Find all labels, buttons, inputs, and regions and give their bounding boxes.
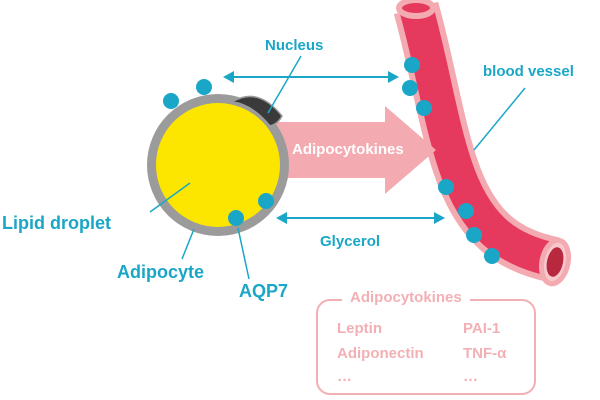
nucleus-arrowhead-left [223, 71, 234, 83]
aqp7-dot [404, 57, 420, 73]
aqp7-leader-line [237, 227, 250, 280]
adipocyte-label: Adipocyte [117, 262, 205, 282]
aqp7-label: AQP7 [239, 281, 289, 301]
leader-lines [149, 55, 526, 280]
blood-vessel-top-opening [396, 0, 436, 19]
aqp7-dot [466, 227, 482, 243]
box-item-leptin: Leptin [337, 320, 382, 337]
glycerol-arrowhead-left [276, 212, 287, 224]
aqp7-dot [258, 193, 274, 209]
aqp7-dot [458, 203, 474, 219]
blood-vessel-lumen [546, 247, 564, 277]
box-item-tnf-alpha: TNF-α [463, 345, 507, 362]
glycerol-label: Glycerol [320, 233, 381, 250]
aqp7-dot [438, 179, 454, 195]
lipid-droplet-label: Lipid droplet [2, 213, 111, 233]
aqp7-dots [163, 57, 500, 264]
blood-vessel [393, 0, 572, 287]
aqp7-dot [163, 93, 179, 109]
aqp7-dot [196, 79, 212, 95]
adipocytokines-arrow-label: Adipocytokines [292, 141, 404, 158]
lipid-droplet-leader-line [149, 182, 191, 213]
adipocytokines-arrow [276, 106, 436, 194]
nucleus-shape [229, 95, 283, 127]
nucleus-double-arrow [223, 71, 399, 83]
adipocytokines-box-title: Adipocytokines [342, 289, 470, 306]
adipocytokines-arrow-shape [276, 106, 436, 194]
box-item-more-left: … [337, 368, 352, 385]
blood-vessel-wall [399, 3, 559, 277]
box-item-more-right: … [463, 368, 478, 385]
aqp7-dot [416, 100, 432, 116]
glycerol-arrowhead-right [434, 212, 445, 224]
box-item-pai-1: PAI-1 [463, 320, 501, 337]
nucleus-leader-line [267, 55, 302, 114]
lipid-droplet-shape [156, 103, 280, 227]
nucleus-arrowhead-right [388, 71, 399, 83]
blood-vessel-leader-line [473, 87, 526, 151]
aqp7-dot [402, 80, 418, 96]
adipocyte-cell [147, 94, 289, 236]
blood-vessel-label: blood vessel [483, 63, 574, 80]
nucleus-label: Nucleus [265, 37, 324, 54]
box-item-adiponectin: Adiponectin [337, 345, 424, 362]
aqp7-dot [484, 248, 500, 264]
adipocyte-leader-line [181, 228, 195, 260]
glycerol-double-arrow [276, 212, 445, 224]
aqp7-dot [228, 210, 244, 226]
